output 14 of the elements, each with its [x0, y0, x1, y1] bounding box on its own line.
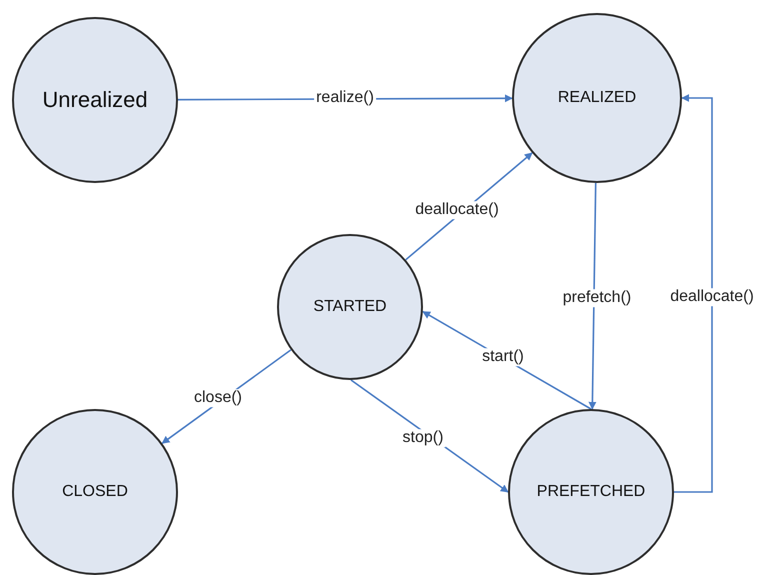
- edge-label: prefetch(): [560, 289, 634, 307]
- state-name: STARTED: [313, 298, 387, 316]
- edge-label: realize(): [314, 89, 376, 107]
- edge-label: deallocate(): [668, 288, 756, 306]
- transition-arrow: [674, 94, 713, 493]
- edge-label: deallocate(): [413, 201, 501, 219]
- transition-arrow: [588, 182, 596, 410]
- edge-label: start(): [480, 348, 526, 366]
- state-name: CLOSED: [62, 483, 128, 501]
- state-name: REALIZED: [558, 89, 636, 107]
- state-name: PREFETCHED: [536, 483, 646, 501]
- edge-label: close(): [192, 389, 244, 407]
- edge-label: stop(): [400, 429, 446, 447]
- state-name: Unrealized: [42, 87, 148, 113]
